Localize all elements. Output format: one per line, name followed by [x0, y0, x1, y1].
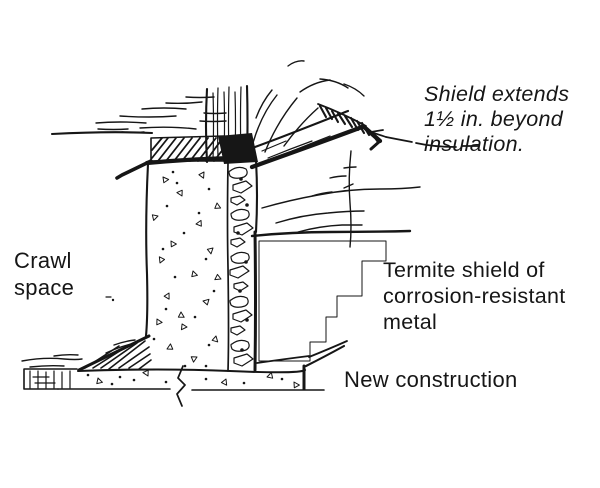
- leader-arrow: [370, 129, 479, 148]
- crawl-space-ground: [21, 334, 152, 390]
- floor-framing: [50, 96, 227, 136]
- grade-lines: [261, 166, 421, 233]
- label-termite-shield: Termite shield of corrosion-resistant me…: [383, 258, 566, 334]
- wall-sketch-lines: [252, 60, 365, 153]
- foundation-wall: [105, 162, 223, 368]
- rigid-insulation: [250, 229, 412, 364]
- termite-shield: [115, 103, 383, 180]
- label-new-construction: New construction: [344, 367, 518, 392]
- footing: [57, 344, 346, 407]
- masonry-pier: [226, 158, 259, 372]
- label-shield-note: Shield extends 1½ in. beyond insulation.: [424, 82, 570, 156]
- label-crawl-space: Crawl space: [14, 248, 75, 300]
- wood-post: [204, 84, 249, 164]
